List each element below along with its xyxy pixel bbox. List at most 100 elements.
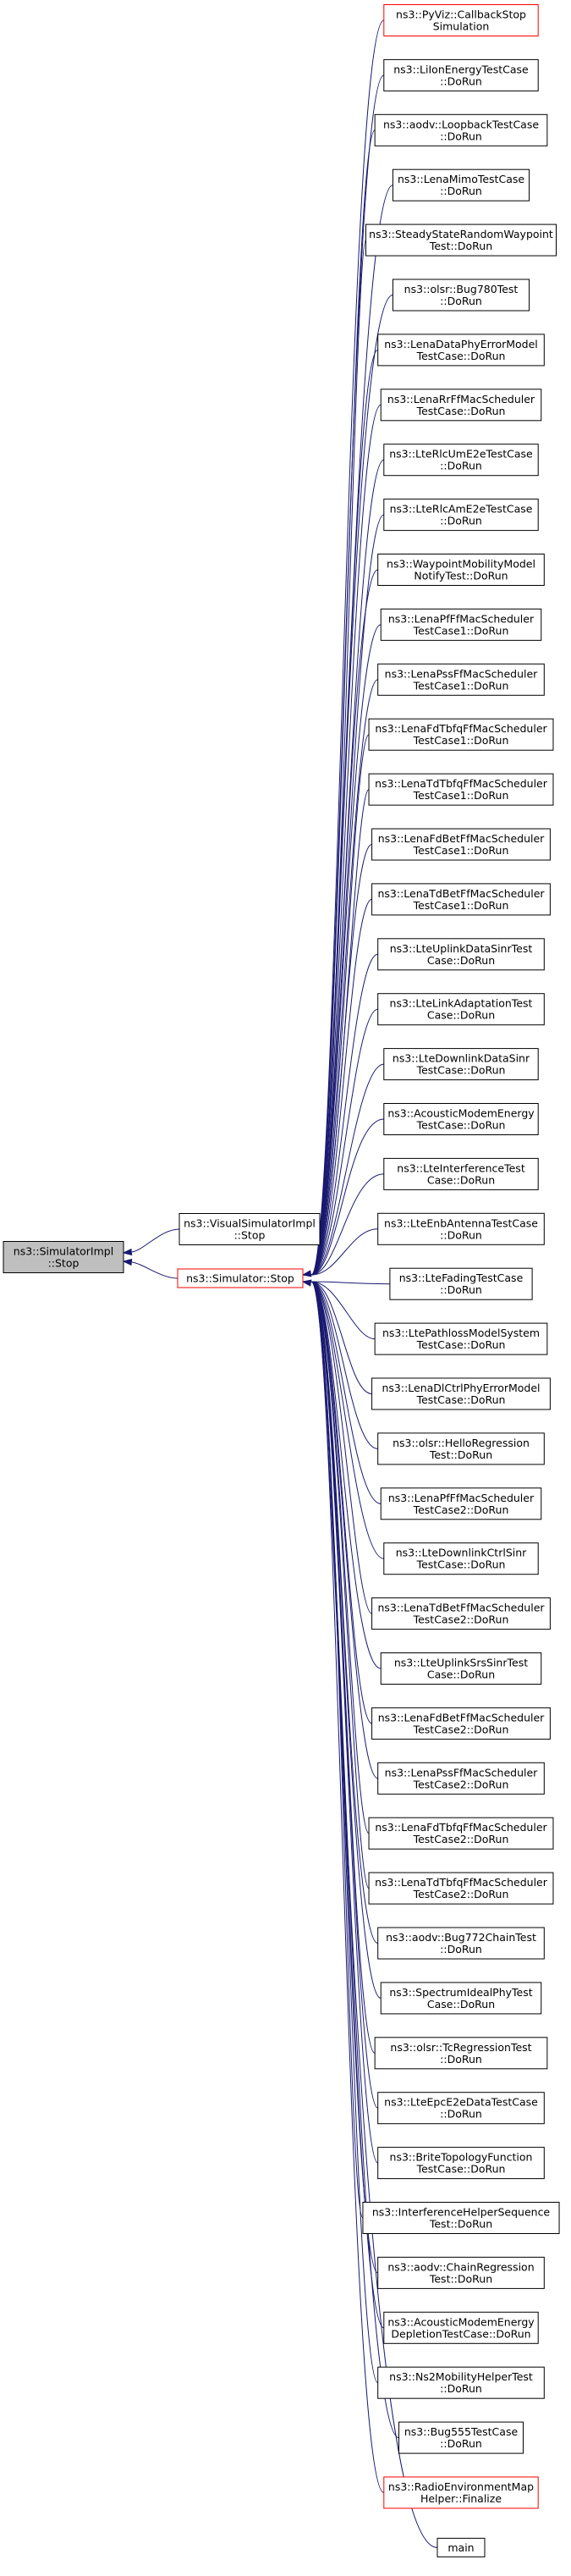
node-ns3-britetopologyfunction-testcase-dorun[interactable]: ns3::BriteTopologyFunctionTestCase::DoRu… — [377, 2147, 545, 2180]
edge-caller-32 — [310, 1281, 378, 1779]
node-ns3-acousticmodemenergy-depletiontestcase-dorun[interactable]: ns3::AcousticModemEnergyDepletionTestCas… — [383, 2311, 539, 2344]
node-ns3-bug555testcase-dorun[interactable]: ns3::Bug555TestCase::DoRun — [398, 2421, 524, 2454]
node-ns3-olsr-bug780test-dorun[interactable]: ns3::olsr::Bug780Test::DoRun — [392, 279, 530, 312]
node-ns3-lenafdbetffmacscheduler-testcase1-dorun[interactable]: ns3::LenaFdBetFfMacSchedulerTestCase1::D… — [371, 828, 551, 861]
node-label-line: TestCase2::DoRun — [413, 1833, 509, 1845]
node-box — [377, 2147, 545, 2180]
node-box — [383, 499, 539, 532]
node-box — [377, 2092, 545, 2125]
node-label-line: ns3::LenaTdTbfqFfMacScheduler — [375, 777, 548, 790]
node-ns3-lenamimotestcase-dorun[interactable]: ns3::LenaMimoTestCase::DoRun — [392, 168, 530, 201]
node-ns3-lenapssffmacscheduler-testcase2-dorun[interactable]: ns3::LenaPssFfMacSchedulerTestCase2::DoR… — [377, 1762, 545, 1795]
node-label-line: ::DoRun — [440, 295, 482, 307]
node-box — [380, 608, 542, 641]
node-simulatorimpl-stop[interactable]: ns3::SimulatorImpl::Stop — [3, 1241, 124, 1273]
node-label-line: ns3::aodv::ChainRegression — [387, 2260, 534, 2273]
node-label-line: ::DoRun — [440, 515, 482, 527]
node-box — [365, 223, 557, 256]
node-ns3-ltefadingtestcase-dorun[interactable]: ns3::LteFadingTestCase::DoRun — [389, 1267, 533, 1300]
node-ns3-lenadataphyerrormodel-testcase-dorun[interactable]: ns3::LenaDataPhyErrorModelTestCase::DoRu… — [377, 334, 545, 367]
node-ns3-visualsimulatorimpl-stop[interactable]: ns3::VisualSimulatorImpl::Stop — [178, 1213, 321, 1245]
node-ns3-lenatdtbfqffmacscheduler-testcase1-dorun[interactable]: ns3::LenaTdTbfqFfMacSchedulerTestCase1::… — [368, 773, 554, 806]
node-box — [377, 554, 545, 586]
node-ns3-lenatdbetffmacscheduler-testcase2-dorun[interactable]: ns3::LenaTdBetFfMacSchedulerTestCase2::D… — [371, 1597, 551, 1630]
node-label-line: ns3::aodv::Bug772ChainTest — [386, 1931, 536, 1944]
node-ns3-lteepce2edatatestcase-dorun[interactable]: ns3::LteEpcE2eDataTestCase::DoRun — [377, 2092, 545, 2125]
node-ns3-lenadlctrlphyerrormodel-testcase-dorun[interactable]: ns3::LenaDlCtrlPhyErrorModelTestCase::Do… — [371, 1377, 551, 1410]
node-ns3-lenatdtbfqffmacscheduler-testcase2-dorun[interactable]: ns3::LenaTdTbfqFfMacSchedulerTestCase2::… — [368, 1872, 554, 1905]
edge-caller-18 — [310, 1008, 378, 1276]
node-label-line: ns3::RadioEnvironmentMap — [388, 2480, 534, 2493]
node-ns3-lteenbantennatestcase-dorun[interactable]: ns3::LteEnbAntennaTestCase::DoRun — [377, 1212, 545, 1245]
node-ns3-interferencehelpersequence-test-dorun[interactable]: ns3::InterferenceHelperSequenceTest::DoR… — [362, 2202, 560, 2234]
node-label-line: ns3::Simulator::Stop — [186, 1272, 294, 1285]
node-ns3-lterlcame2etestcase-dorun[interactable]: ns3::LteRlcAmE2eTestCase::DoRun — [383, 499, 539, 532]
node-box — [177, 1268, 304, 1288]
node-label-line: ::DoRun — [440, 130, 482, 142]
edge-caller-12 — [310, 679, 379, 1276]
node-main[interactable]: main — [436, 2537, 486, 2557]
node-ns3-aodv-bug772chaintest-dorun[interactable]: ns3::aodv::Bug772ChainTest::DoRun — [377, 1927, 545, 1960]
node-ns3-olsr-tcregressiontest-dorun[interactable]: ns3::olsr::TcRegressionTest::DoRun — [374, 2037, 548, 2070]
node-box — [383, 2311, 539, 2344]
edge-caller-34 — [310, 1281, 370, 1889]
node-label-line: TestCase1::DoRun — [413, 624, 509, 637]
call-nodes: ns3::SimulatorImpl::Stop ns3::VisualSimul… — [3, 4, 560, 2557]
node-label-line: ns3::LenaFdTbfqFfMacScheduler — [375, 1821, 547, 1834]
node-ns3-ns2mobilityhelpertest-dorun[interactable]: ns3::Ns2MobilityHelperTest::DoRun — [377, 2366, 545, 2399]
node-label-line: ns3::WaypointMobilityModel — [387, 558, 535, 571]
node-ns3-liionenergytestcase-dorun[interactable]: ns3::LiIonEnergyTestCase::DoRun — [383, 58, 539, 91]
node-ns3-lenafdtbfqffmacscheduler-testcase2-dorun[interactable]: ns3::LenaFdTbfqFfMacSchedulerTestCase2::… — [368, 1817, 554, 1850]
node-ns3-waypointmobilitymodel-notifytest-dorun[interactable]: ns3::WaypointMobilityModelNotifyTest::Do… — [377, 554, 545, 586]
node-ns3-lenapssffmacscheduler-testcase1-dorun[interactable]: ns3::LenaPssFfMacSchedulerTestCase1::DoR… — [377, 663, 545, 696]
node-ns3-lenafdbetffmacscheduler-testcase2-dorun[interactable]: ns3::LenaFdBetFfMacSchedulerTestCase2::D… — [371, 1707, 551, 1740]
node-label-line: Test::DoRun — [429, 2272, 492, 2285]
node-box — [371, 883, 551, 916]
node-label-line: ns3::SpectrumIdealPhyTest — [389, 1986, 532, 1999]
node-label-line: NotifyTest::DoRun — [414, 570, 508, 582]
node-box — [3, 1241, 124, 1273]
node-box — [377, 2366, 545, 2399]
node-box — [383, 444, 539, 477]
node-label-line: TestCase1::DoRun — [413, 844, 509, 857]
node-ns3-aodv-loopbacktestcase-dorun[interactable]: ns3::aodv::LoopbackTestCase::DoRun — [374, 113, 548, 146]
node-label-line: ns3::LenaPfFfMacScheduler — [388, 1492, 535, 1504]
node-label-line: ns3::AcousticModemEnergy — [387, 1107, 535, 1120]
node-box — [178, 1213, 321, 1245]
node-ns3-lenatdbetffmacscheduler-testcase1-dorun[interactable]: ns3::LenaTdBetFfMacSchedulerTestCase1::D… — [371, 883, 551, 916]
node-ns3-steadystaterandomwaypoint-test-dorun[interactable]: ns3::SteadyStateRandomWaypointTest::DoRu… — [365, 223, 557, 256]
node-label-line: ::DoRun — [440, 460, 482, 472]
node-label-line: ::DoRun — [440, 1228, 482, 1241]
edge-caller-15 — [310, 844, 372, 1276]
node-ns3-lenapfffmacscheduler-testcase1-dorun[interactable]: ns3::LenaPfFfMacSchedulerTestCase1::DoRu… — [380, 608, 542, 641]
node-label-line: ns3::LteEpcE2eDataTestCase — [384, 2096, 538, 2109]
arrowhead — [122, 1258, 133, 1266]
node-ns3-lterlcume2etestcase-dorun[interactable]: ns3::LteRlcUmE2eTestCase::DoRun — [383, 444, 539, 477]
node-label-line: Test::DoRun — [429, 240, 492, 252]
node-ns3-simulator-stop[interactable]: ns3::Simulator::Stop — [177, 1268, 304, 1288]
edge-caller-17 — [310, 953, 378, 1276]
edge-caller-7 — [310, 404, 382, 1276]
edge-caller-25 — [310, 1281, 372, 1394]
node-box — [371, 1597, 551, 1630]
node-ns3-ltepathlossmodelsystem-testcase-dorun[interactable]: ns3::LtePathlossModelSystemTestCase::DoR… — [374, 1322, 548, 1355]
node-box — [383, 58, 539, 91]
node-ns3-lenapfffmacscheduler-testcase2-dorun[interactable]: ns3::LenaPfFfMacSchedulerTestCase2::DoRu… — [380, 1487, 542, 1520]
node-label-line: TestCase::DoRun — [416, 1558, 506, 1571]
node-ns3-lenafdtbfqffmacscheduler-testcase1-dorun[interactable]: ns3::LenaFdTbfqFfMacSchedulerTestCase1::… — [368, 718, 554, 751]
node-label-line: TestCase2::DoRun — [413, 1613, 509, 1626]
node-box — [392, 168, 530, 201]
